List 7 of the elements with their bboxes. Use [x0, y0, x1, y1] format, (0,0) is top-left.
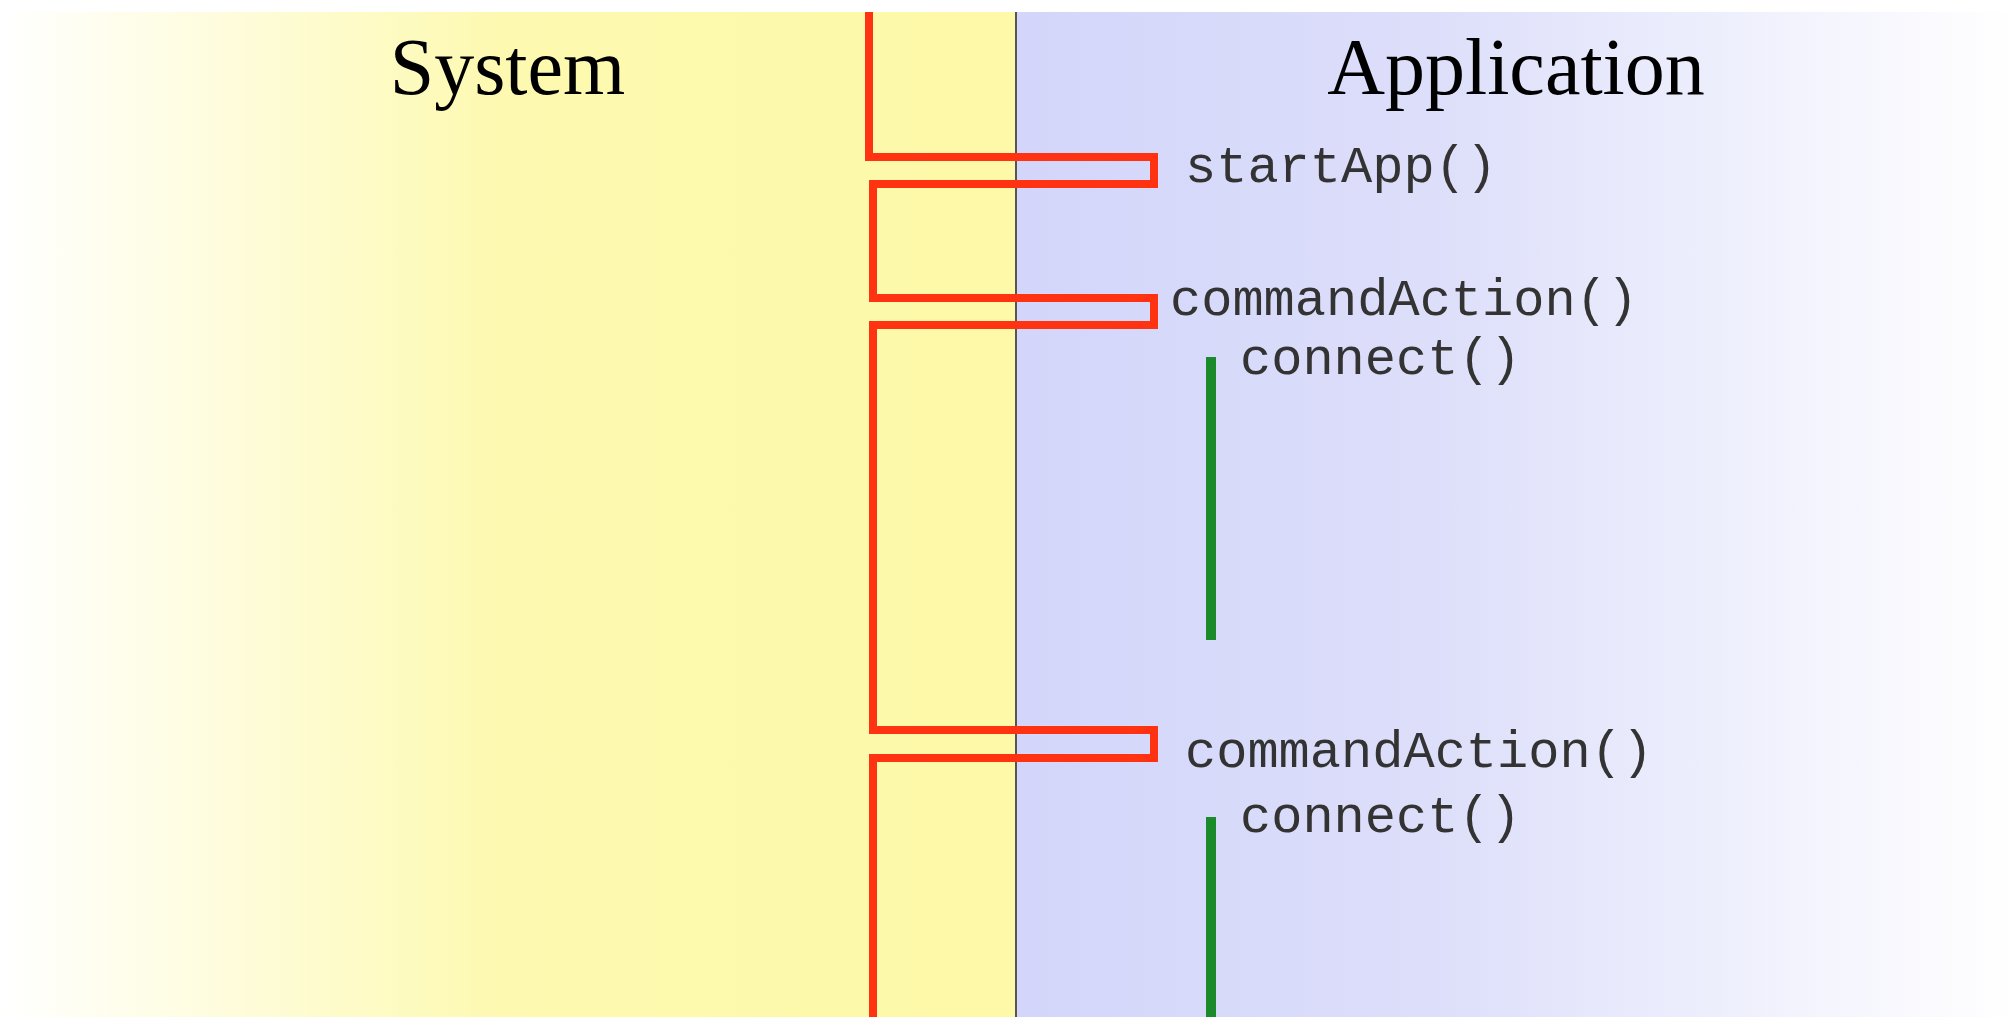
lane-title: Application — [1326, 22, 1706, 113]
lane-title: System — [388, 22, 627, 113]
method-call-label: commandAction() — [1185, 728, 1654, 780]
method-call-label: connect() — [1240, 335, 1521, 387]
method-call-label: startApp() — [1185, 143, 1498, 195]
method-call-label: connect() — [1240, 793, 1521, 845]
method-call-label: commandAction() — [1170, 276, 1639, 328]
